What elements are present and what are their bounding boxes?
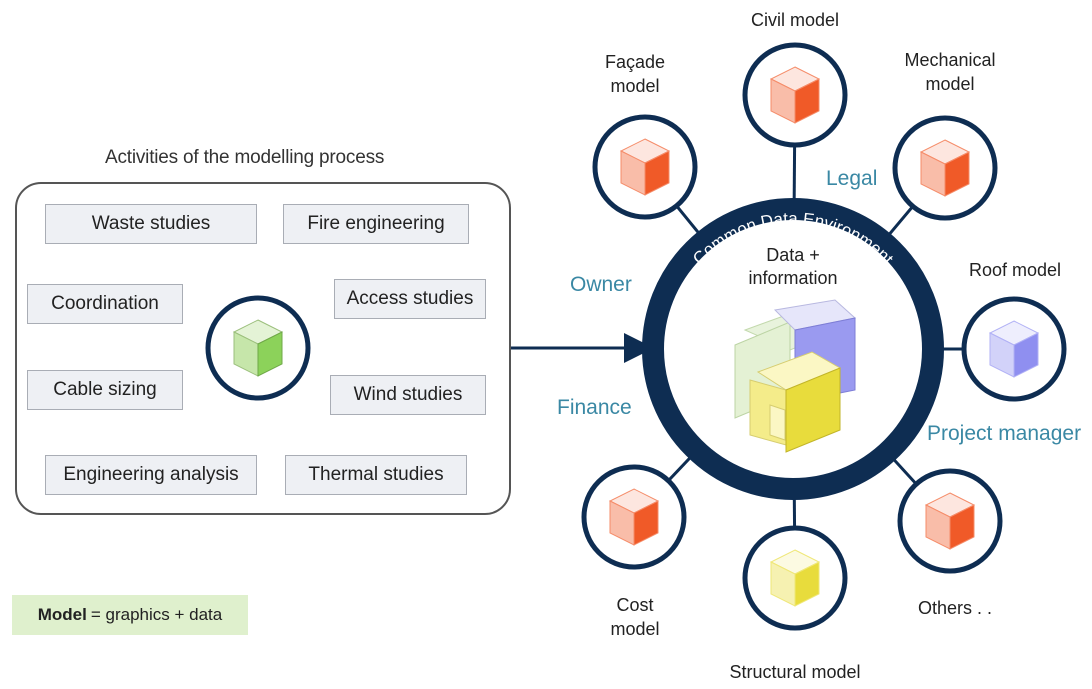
model-cube-icon-structural [769,549,821,607]
cde-center-line2: information [748,268,838,289]
data-blocks-icon [734,299,857,453]
model-cube-icon-civil [769,66,821,124]
role-project-manager: Project manager [927,422,1082,445]
cde-center-label: Data + information [733,244,853,291]
activity-hub-cube-icon [232,319,284,377]
activity-fire-engineering: Fire engineering [283,204,469,244]
model-cube-icon-roof [988,320,1040,378]
legend-bold: Model [37,605,87,624]
activities-title: Activities of the modelling process [105,147,385,168]
model-circle-facade [592,114,698,220]
activity-cable-sizing: Cable sizing [27,370,183,410]
activity-wind-studies: Wind studies [330,375,486,415]
model-circle-others [897,468,1003,574]
model-cube-icon-others [924,492,976,550]
model-circle-mechanical [892,115,998,221]
activity-thermal-studies: Thermal studies [285,455,467,495]
role-owner: Owner [570,273,632,296]
model-cube-icon-facade [619,138,671,196]
model-cube-icon-mechanical [919,139,971,197]
legend-rest: = graphics + data [90,605,223,624]
activity-waste-studies: Waste studies [45,204,257,244]
model-circle-structural [742,525,848,631]
model-cube-icon-cost [608,488,660,546]
activity-engineering-analysis: Engineering analysis [45,455,257,495]
model-legend: Model = graphics + data [12,595,248,635]
cde-center-line1: Data + [766,245,820,265]
model-label-others: Others . . [917,598,993,618]
model-circle-civil [742,42,848,148]
model-circle-cost [581,464,687,570]
model-label-structural: Structural model [729,662,861,682]
role-legal: Legal [826,167,878,190]
model-label-roof: Roof model [968,260,1062,280]
activity-coordination: Coordination [27,284,183,324]
model-label-civil: Civil model [750,10,840,30]
role-finance: Finance [557,396,632,419]
activity-access-studies: Access studies [334,279,486,319]
model-circle-roof [961,296,1067,402]
